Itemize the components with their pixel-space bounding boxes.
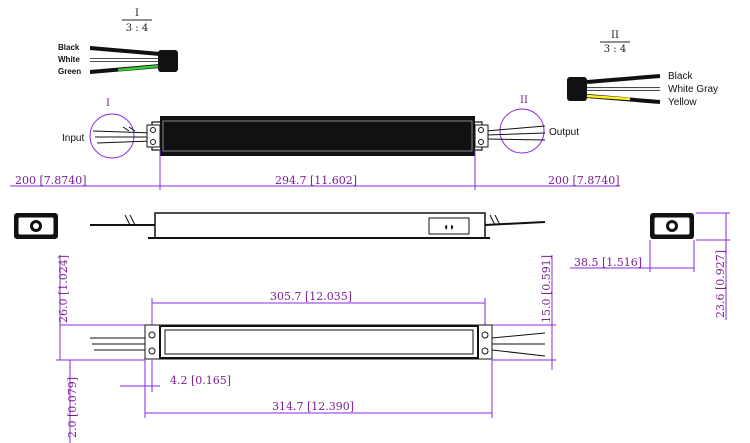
detail-ii-roman: II	[611, 30, 619, 41]
label-plate	[428, 217, 470, 235]
cable-jacket-ii	[567, 77, 587, 101]
callout-i: I	[106, 98, 110, 109]
dim-mount-spacing: 305.7 [12.035]	[270, 290, 352, 303]
dim-right-lead: 200 [7.8740]	[548, 174, 620, 187]
driver-body-bottom	[159, 325, 479, 359]
output-label: Output	[549, 127, 579, 138]
top-view: I II Input Output 200 [7.8740] 294.7 [11…	[10, 95, 620, 190]
detail-ii-scale: 3 : 4	[604, 44, 626, 55]
detail-ii: II 3 : 4 Black White Gray Yellow	[567, 30, 718, 108]
detail-i-scale: 3 : 4	[126, 23, 148, 34]
wire-label-black-2: Black	[668, 71, 693, 82]
dim-hole-offset: 4.2 [0.165]	[170, 374, 231, 387]
dim-height-end: 23.6 [0.927]	[714, 250, 727, 318]
end-view-right: 38.5 [1.516] 23.6 [0.927]	[570, 212, 730, 320]
cable-jacket-i	[158, 50, 178, 72]
end-view-left	[14, 213, 58, 239]
green-wire	[117, 64, 161, 72]
callout-ii: II	[520, 95, 528, 106]
input-label: Input	[62, 133, 84, 144]
dim-left-lead: 200 [7.8740]	[15, 174, 87, 187]
yellow-wire	[586, 94, 631, 101]
dim-height-right: 15.0 [0.591]	[540, 255, 553, 323]
wire-label-yellow-2: Yellow	[668, 97, 697, 108]
detail-i-roman: I	[135, 8, 139, 19]
detail-i: I 3 : 4 Black White Green	[58, 8, 178, 76]
bottom-view: 305.7 [12.035] 26.0 [1.024] 2.0 [0.079] …	[56, 255, 556, 443]
wire-label-green-1: Green	[58, 67, 81, 76]
dim-width: 38.5 [1.516]	[574, 256, 642, 269]
driver-housing-top	[160, 116, 475, 156]
dim-height-left: 26.0 [1.024]	[57, 255, 70, 323]
wire-label-black-1: Black	[58, 43, 80, 52]
side-view: ◖◗	[90, 212, 546, 239]
dim-body-length: 294.7 [11.602]	[275, 174, 357, 187]
dim-flange: 2.0 [0.079]	[66, 377, 79, 438]
dim-overall-length: 314.7 [12.390]	[272, 400, 354, 413]
wire-label-white-1: White	[58, 55, 80, 64]
wire-label-white-gray-2: White Gray	[668, 84, 718, 95]
svg-text:◖◗: ◖◗	[443, 222, 455, 233]
